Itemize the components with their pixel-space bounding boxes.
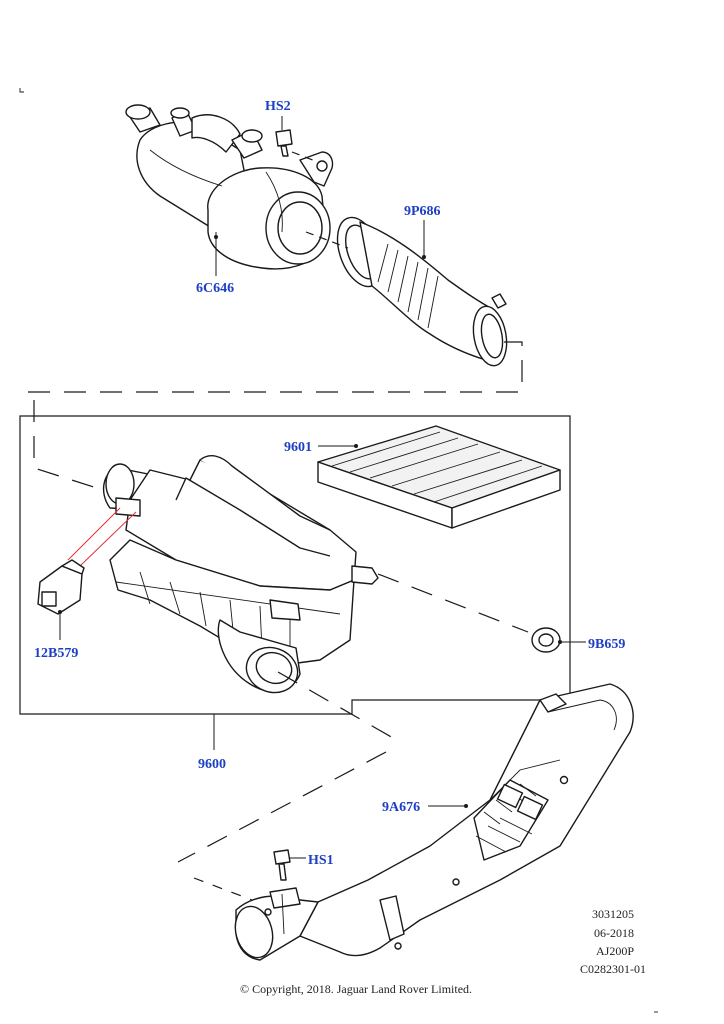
part-9b659-grommet	[531, 627, 586, 653]
label-hs2: HS2	[265, 99, 291, 114]
routing-line-hs1	[193, 877, 253, 901]
routing-line-outlet	[277, 671, 401, 743]
label-9b659: 9B659	[588, 637, 625, 652]
routing-line-lower	[177, 751, 387, 863]
routing-line-resonator	[305, 231, 349, 249]
part-hs1-bolt	[273, 849, 306, 881]
meta-line-4: C0282301-01	[580, 962, 646, 976]
corner-mark-top-left	[19, 88, 24, 93]
label-9600: 9600	[198, 757, 226, 772]
part-9a676-intake-duct	[234, 683, 634, 961]
part-12b579-sensor	[37, 559, 85, 640]
part-9601-filter-element	[317, 425, 561, 529]
label-9601: 9601	[284, 440, 312, 455]
meta-line-3: AJ200P	[596, 944, 634, 958]
part-hs2-bolt	[275, 116, 319, 163]
label-12b579: 12B579	[34, 646, 78, 661]
part-9p686-hose	[336, 216, 508, 367]
label-6c646: 6C646	[196, 281, 234, 296]
part-6c646-resonator	[125, 104, 334, 270]
label-hs1: HS1	[308, 853, 334, 868]
meta-line-1: 3031205	[592, 907, 634, 921]
sensor-ref-line-2	[79, 511, 137, 567]
assembly-bracket-frame	[19, 415, 571, 715]
meta-line-2: 06-2018	[594, 926, 634, 940]
routing-line-left	[33, 400, 123, 497]
copyright-text: © Copyright, 2018. Jaguar Land Rover Lim…	[240, 982, 472, 996]
part-9600-air-cleaner	[102, 455, 379, 694]
label-9a676: 9A676	[382, 800, 420, 815]
label-9p686: 9P686	[404, 204, 441, 219]
routing-line-upper	[24, 341, 523, 393]
routing-line-9b659	[377, 573, 529, 633]
sensor-ref-line-1	[67, 507, 121, 561]
